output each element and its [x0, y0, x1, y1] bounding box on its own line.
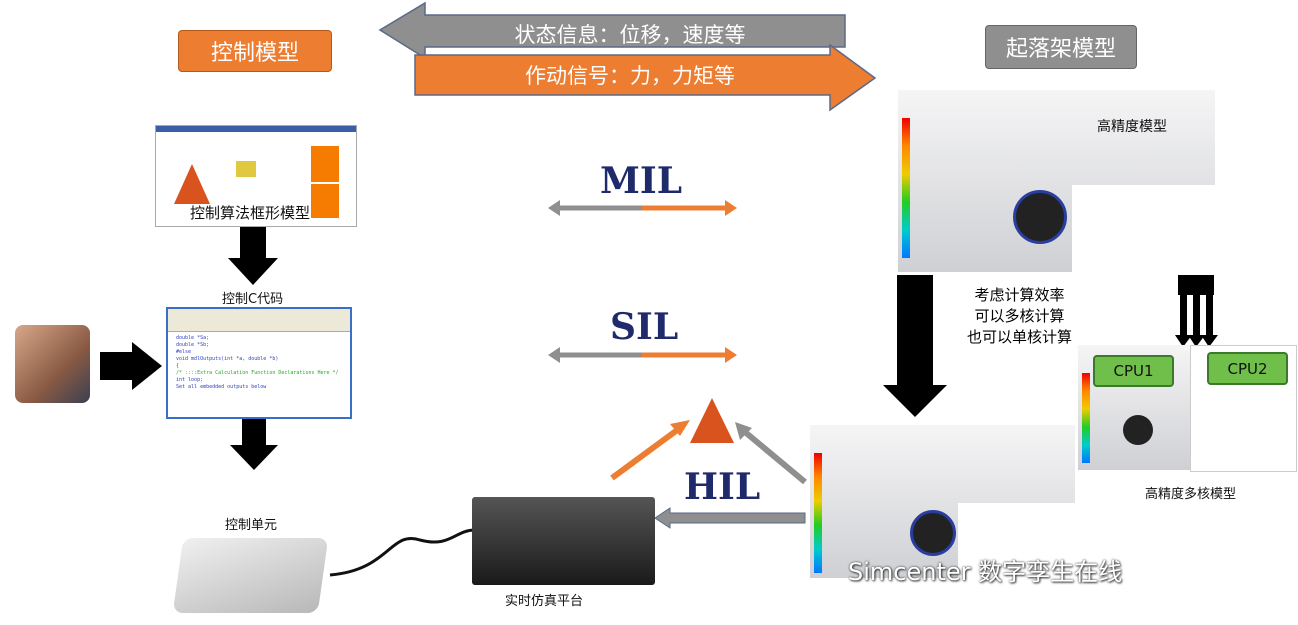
high-precision-model-image — [898, 90, 1217, 272]
simulink-caption: 控制算法框形模型 — [190, 204, 311, 222]
hil-left-arrow — [654, 507, 806, 529]
right-arrow-hand — [100, 342, 162, 390]
big-down-arrow — [883, 275, 947, 417]
realtime-server-image — [472, 497, 655, 585]
hil-label: HIL — [684, 466, 761, 508]
hil-model-image — [810, 425, 1075, 578]
high-precision-label: 高精度模型 — [1097, 119, 1167, 135]
compute-note: 考虑计算效率 可以多核计算 也可以单核计算 — [952, 285, 1087, 348]
cpu1-badge: CPU1 — [1093, 355, 1174, 387]
c-code-label: 控制C代码 — [222, 292, 284, 307]
mil-label: MIL — [600, 160, 683, 202]
watermark: Simcenter 数字孪生在线 — [848, 558, 1123, 586]
compute-note-line: 也可以单核计算 — [966, 328, 1072, 346]
ecu-image — [172, 538, 329, 613]
control-unit-label: 控制单元 — [225, 518, 278, 533]
sil-double-arrow — [548, 347, 737, 363]
matlab-logo-icon — [690, 398, 734, 443]
mil-double-arrow — [548, 200, 737, 216]
keyboard-hand-image — [15, 325, 90, 403]
realtime-platform-label: 实时仿真平台 — [505, 594, 584, 609]
down-arrow-1 — [228, 222, 278, 285]
feedback-arrow-label: 状态信息：位移，速度等 — [514, 23, 746, 47]
matlab-logo-icon — [174, 164, 210, 204]
simulink-screenshot — [155, 125, 357, 227]
sil-label: SIL — [610, 306, 679, 348]
multicore-label: 高精度多核模型 — [1145, 487, 1237, 502]
compute-note-line: 可以多核计算 — [974, 307, 1065, 325]
triple-down-arrow — [1175, 275, 1218, 347]
hil-gray-arrow — [735, 422, 807, 485]
landing-gear-model-title: 起落架模型 — [985, 25, 1137, 69]
cpu2-badge: CPU2 — [1207, 352, 1288, 385]
command-arrow-label: 作动信号：力，力矩等 — [525, 64, 735, 88]
hil-orange-arrow — [610, 420, 690, 481]
command-arrow — [414, 43, 877, 112]
compute-note-line: 考虑计算效率 — [974, 286, 1065, 304]
down-arrow-2 — [230, 415, 278, 470]
cable — [329, 528, 476, 577]
control-model-title: 控制模型 — [178, 30, 332, 72]
